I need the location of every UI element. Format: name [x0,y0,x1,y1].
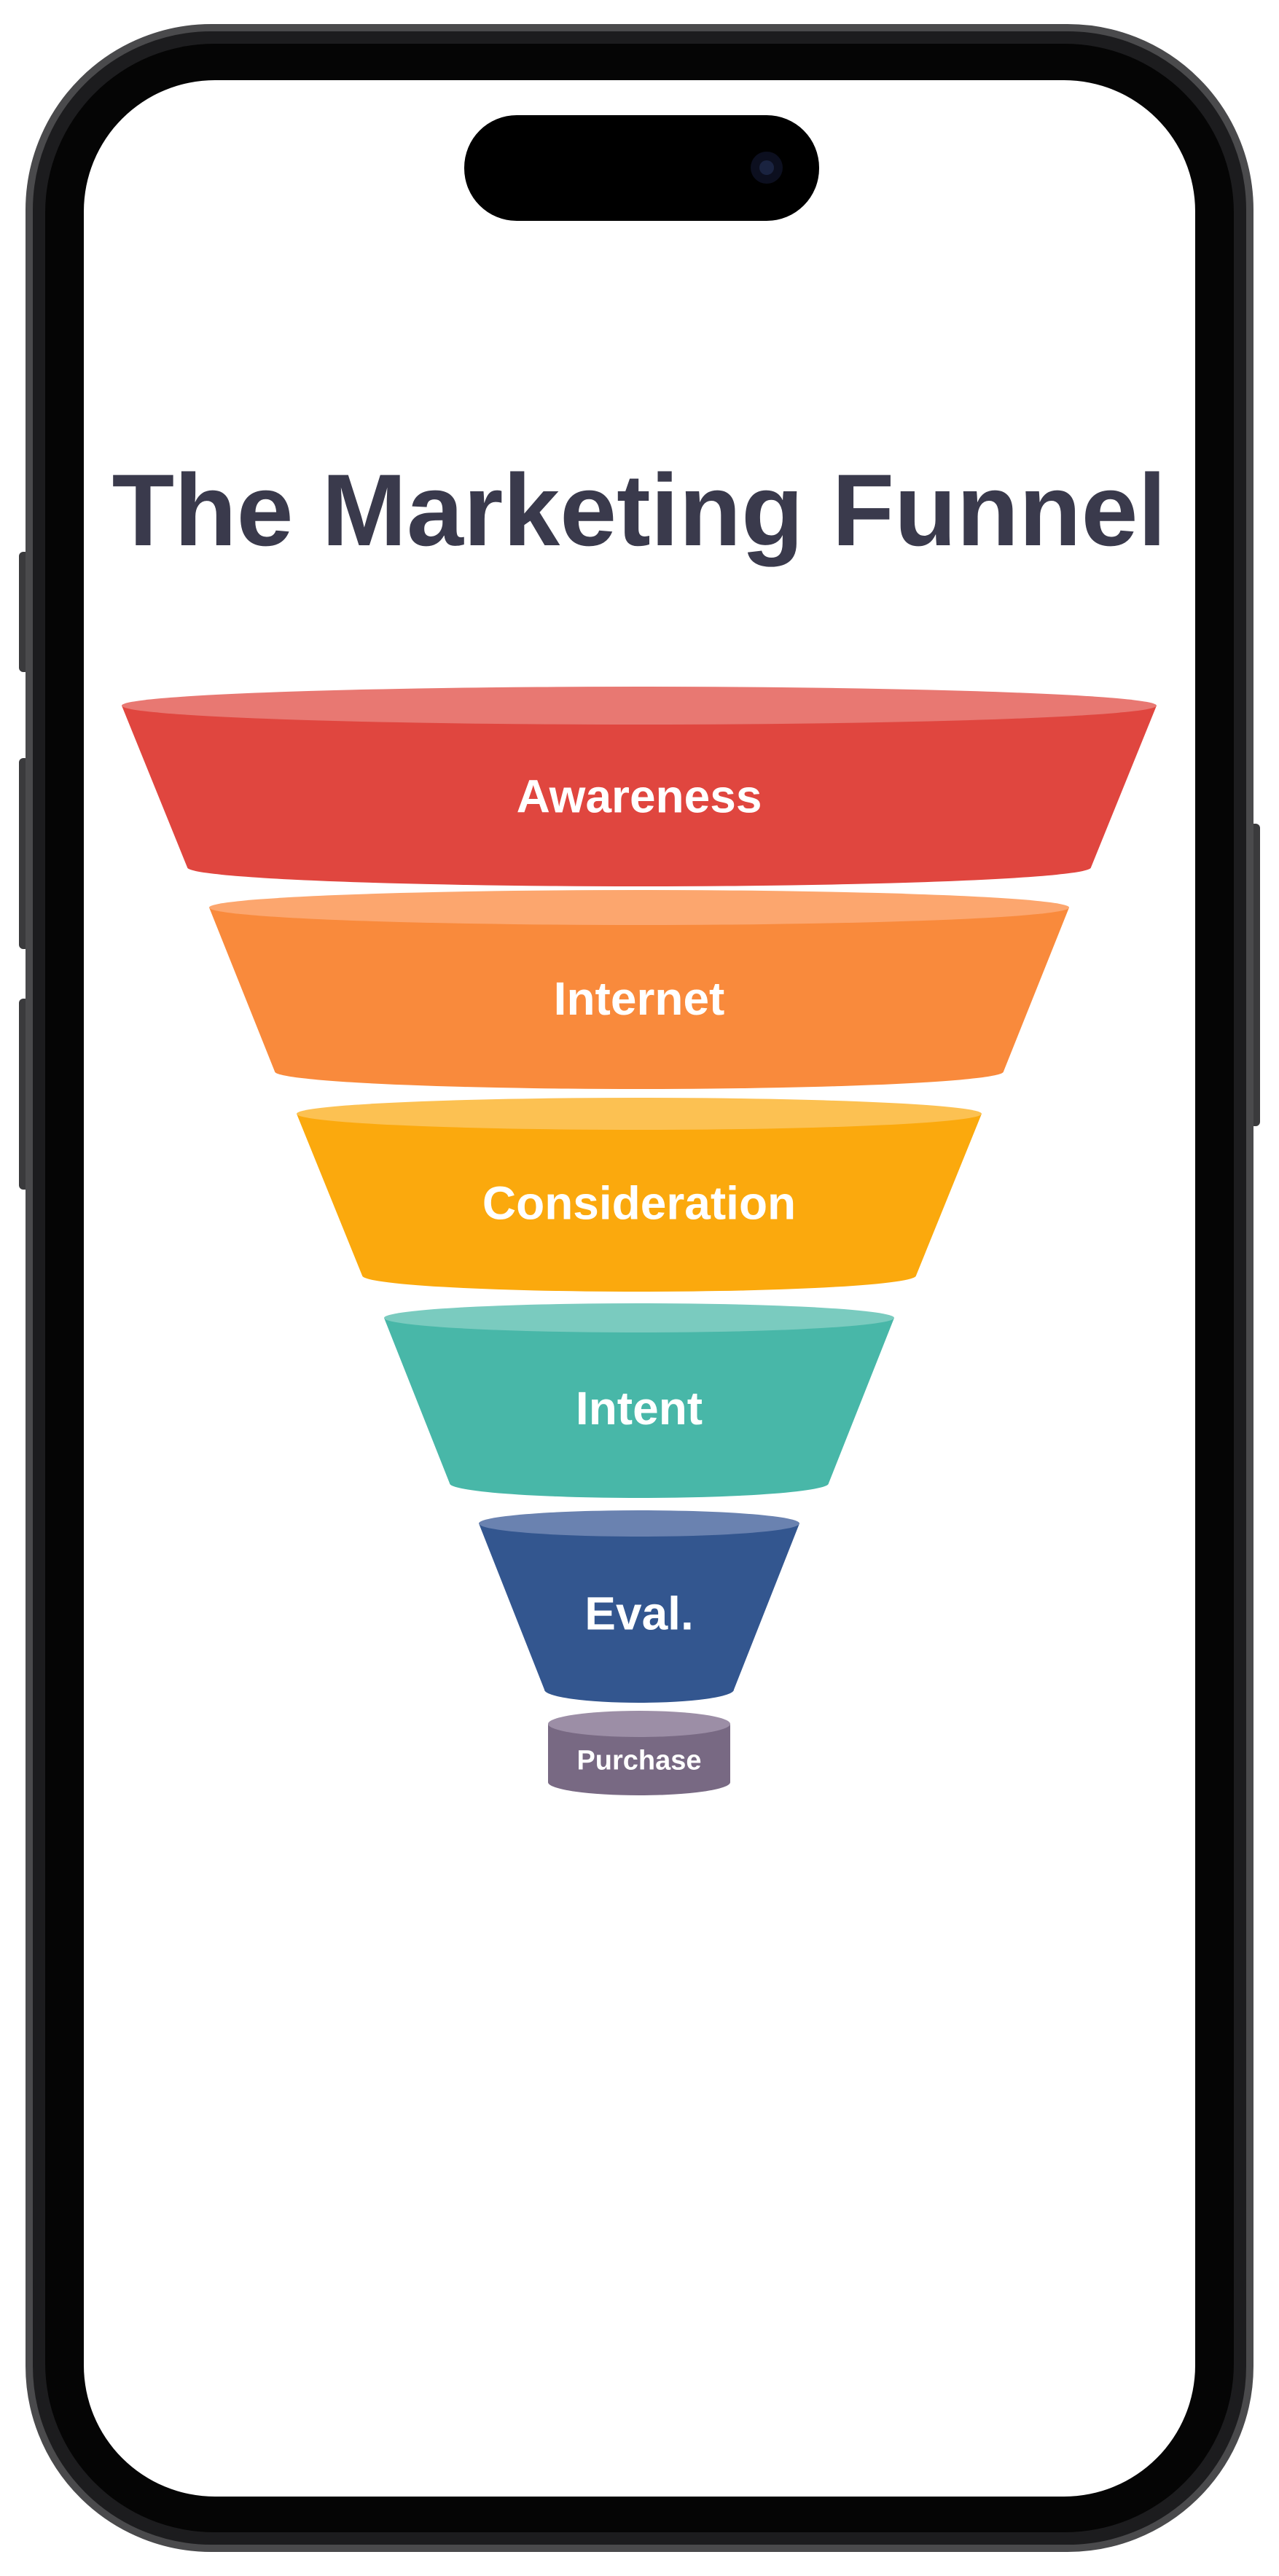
funnel-layer-body [209,908,1069,1089]
funnel-label-internet: Internet [554,972,725,1025]
funnel-layer-top [209,890,1069,925]
funnel-layer-consideration: Consideration [297,1098,982,1292]
funnel-layer-body [479,1523,799,1703]
funnel-layer-purchase: Purchase [548,1711,730,1795]
funnel-layer-internet: Internet [209,890,1069,1089]
funnel-layer-body [297,1114,982,1292]
funnel-label-awareness: Awareness [517,770,762,822]
funnel-layer-awareness: Awareness [122,687,1157,886]
funnel-diagram: AwarenessInternetConsiderationIntentEval… [122,687,1157,1795]
funnel-label-intent: Intent [576,1382,703,1435]
funnel-layer-top [122,687,1157,725]
funnel-layer-eval: Eval. [479,1510,799,1703]
page-title: The Marketing Funnel [112,453,1167,567]
dynamic-island [464,115,819,221]
funnel-layer-top [548,1711,730,1737]
camera-lens [759,160,774,175]
funnel-label-consideration: Consideration [482,1176,796,1229]
funnel-layer-body [384,1318,894,1498]
funnel-layer-body [122,706,1157,886]
funnel-layer-top [297,1098,982,1130]
funnel-label-purchase: Purchase [576,1745,701,1776]
funnel-layer-body [548,1724,730,1795]
funnel-layer-top [384,1303,894,1332]
funnel-layer-intent: Intent [384,1303,894,1498]
funnel-label-eval: Eval. [584,1587,693,1639]
funnel-layer-top [479,1510,799,1537]
